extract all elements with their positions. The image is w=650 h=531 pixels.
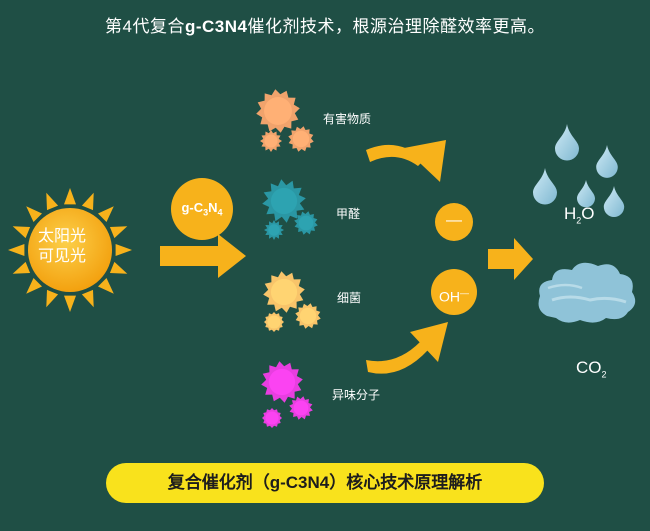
sun-icon [8, 188, 132, 312]
arrow-right-icon [160, 234, 246, 278]
sun-label-line1: 太阳光 [37, 228, 86, 245]
water-droplets-icon [533, 124, 625, 218]
curved-arrow-up-icon [366, 322, 448, 374]
arrow-right-products-icon [488, 238, 533, 280]
water-label: H2O [564, 204, 595, 226]
odor-molecule-icon [261, 361, 313, 428]
sun-label: 太阳光 可见光 [23, 227, 101, 267]
hydroxide-ion-label: OH— [439, 288, 469, 305]
formaldehyde-icon [262, 179, 318, 240]
minus-ion-circle [435, 203, 473, 241]
header-suffix: 催化剂技术，根源治理除醛效率更高。 [247, 17, 545, 36]
header-formula: g-C3N4 [184, 17, 248, 36]
minus-ion-label: — [446, 212, 462, 229]
catalyst-label: g-C3N4 [181, 200, 223, 218]
cloud-icon [538, 262, 636, 323]
pollutant-label-bacteria: 细菌 [337, 291, 362, 305]
header-title: 第4代复合g-C3N4催化剂技术，根源治理除醛效率更高。 [0, 12, 650, 37]
sun-label-line2: 可见光 [37, 248, 86, 265]
header-prefix: 第4代复合 [105, 17, 185, 36]
bottom-banner: 复合催化剂（g-C3N4）核心技术原理解析 [106, 463, 544, 503]
hydroxide-ion-circle [431, 269, 477, 315]
catalyst-circle [171, 178, 233, 240]
harmful-substance-icon [256, 89, 314, 152]
pollutant-label-harmful: 有害物质 [323, 112, 372, 126]
pollutant-label-formaldehyde: 甲醛 [336, 207, 361, 221]
co2-label: CO2 [576, 358, 607, 380]
curved-arrow-down-icon [366, 140, 446, 182]
bacteria-icon [263, 271, 321, 332]
pollutant-label-odor: 异味分子 [332, 388, 381, 402]
